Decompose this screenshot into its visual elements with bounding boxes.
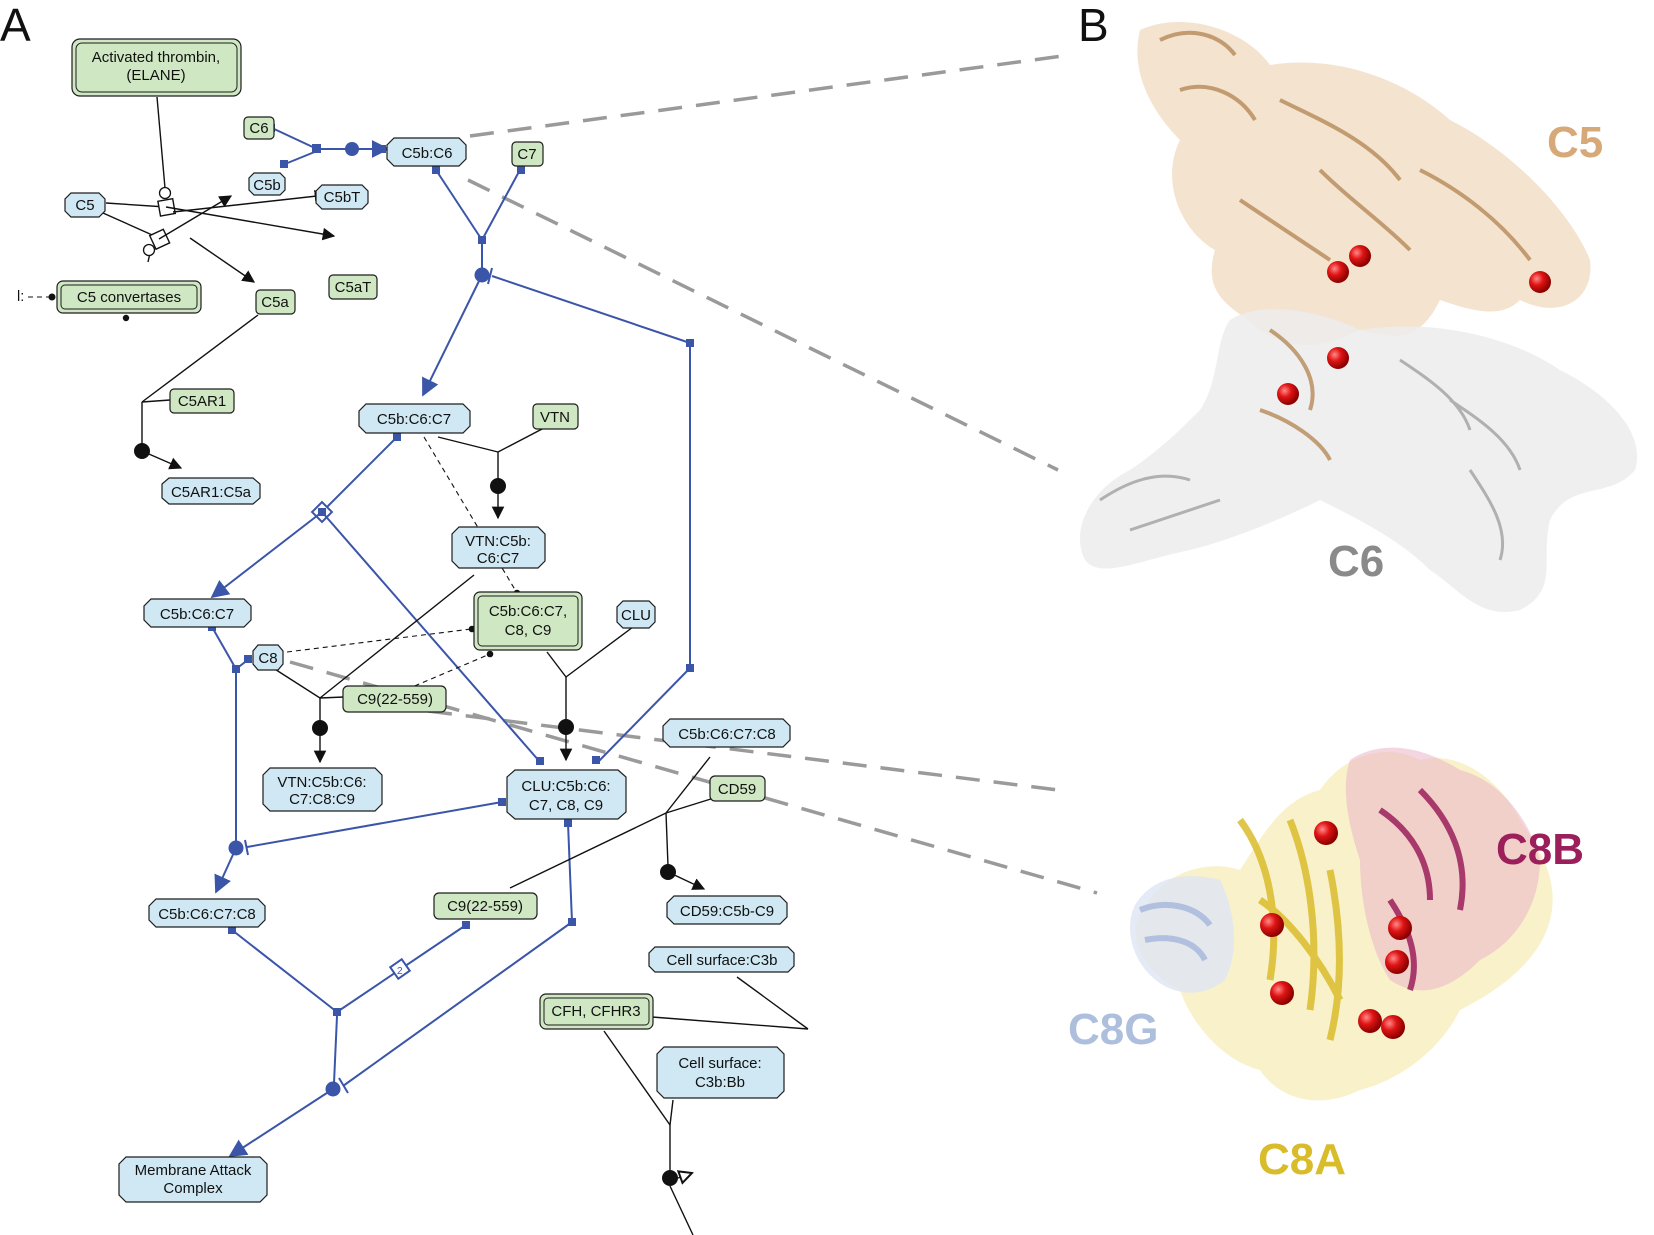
zoom-guide-lines — [289, 53, 1098, 895]
node-c7[interactable]: C7 — [511, 141, 544, 167]
node-label: (ELANE) — [126, 67, 185, 84]
node-label: C7 — [517, 146, 536, 163]
node-label: Cell surface:C3b — [667, 952, 778, 969]
node-label: C5 — [75, 197, 94, 214]
node-cd59[interactable]: CD59 — [709, 775, 766, 802]
node-c5ar1[interactable]: C5AR1 — [169, 388, 235, 414]
node-label: C6:C7 — [477, 550, 520, 567]
node-label: C8, C9 — [505, 622, 552, 639]
node-label: C8 — [258, 650, 277, 667]
node-label: C9(22-559) — [357, 691, 433, 708]
node-cell-surface-c3b[interactable]: Cell surface:C3b — [648, 946, 795, 973]
node-label: C5bT — [324, 189, 361, 206]
node-c5b-c6-c7-c8-right[interactable]: C5b:C6:C7:C8 — [662, 718, 791, 748]
node-c5bt[interactable]: C5bT — [315, 184, 369, 210]
node-label: C5a — [261, 294, 289, 311]
node-cd59-c5b-c9[interactable]: CD59:C5b-C9 — [666, 895, 788, 925]
node-c5ar1-c5a[interactable]: C5AR1:C5a — [161, 477, 261, 505]
node-label: Complex — [163, 1180, 223, 1197]
regulation-edges — [28, 96, 809, 1235]
node-c5b-c6[interactable]: C5b:C6 — [386, 137, 467, 167]
node-c5b-c6-c7-c8-left[interactable]: C5b:C6:C7:C8 — [148, 898, 266, 928]
c5-c6-structure — [1080, 22, 1638, 612]
node-c5[interactable]: C5 — [64, 192, 106, 218]
node-label: CLU — [621, 607, 651, 624]
panel-label-a: A — [0, 0, 31, 51]
offscreen-node-label: l: — [17, 289, 24, 305]
node-label: VTN:C5b:C6: — [277, 774, 366, 791]
node-label: C5AR1:C5a — [171, 484, 252, 501]
node-c5-convertases[interactable]: C5 convertases — [56, 280, 202, 314]
node-c6[interactable]: C6 — [243, 116, 275, 140]
panel-label-b: B — [1078, 0, 1109, 51]
node-label: C7:C8:C9 — [289, 791, 355, 808]
pathway-edges: 2 — [208, 124, 694, 1157]
node-label: Membrane Attack — [135, 1162, 252, 1179]
node-vtn-c5b-c6-c7-c8-c9[interactable]: VTN:C5b:C6: C7:C8:C9 — [262, 767, 383, 812]
node-label: C6 — [249, 120, 268, 137]
c8-structure — [1130, 747, 1553, 1101]
node-label: C5b:C6:C7, — [489, 603, 567, 620]
node-label: C5AR1 — [178, 393, 226, 410]
node-vtn[interactable]: VTN — [532, 403, 579, 430]
node-c5b[interactable]: C5b — [248, 172, 286, 196]
node-c9-lower[interactable]: C9(22-559) — [433, 892, 538, 920]
node-cell-surface-c3b-bb[interactable]: Cell surface: C3b:Bb — [656, 1046, 785, 1099]
node-label: CD59:C5b-C9 — [680, 903, 774, 920]
structure-label-c8a: C8A — [1258, 1135, 1346, 1184]
node-cfh-cfhr3[interactable]: CFH, CFHR3 — [539, 993, 654, 1030]
node-label: CD59 — [718, 781, 756, 798]
node-activated-thrombin[interactable]: Activated thrombin, (ELANE) — [71, 38, 242, 97]
node-c5at[interactable]: C5aT — [328, 274, 378, 300]
node-clu[interactable]: CLU — [616, 600, 656, 629]
node-vtn-c5b-c6-c7[interactable]: VTN:C5b: C6:C7 — [451, 526, 546, 569]
node-label: C5b — [253, 177, 281, 194]
node-label: CLU:C5b:C6: — [521, 778, 610, 795]
node-c5b-c6-c7-top[interactable]: C5b:C6:C7 — [358, 403, 471, 434]
stoichiometry-label: 2 — [397, 966, 403, 977]
node-label: C5aT — [335, 279, 372, 296]
node-label: C5b:C6:C7 — [160, 606, 234, 623]
node-c5a[interactable]: C5a — [255, 289, 296, 315]
node-label: VTN — [540, 409, 570, 426]
node-label: C9(22-559) — [447, 898, 523, 915]
node-label: C7, C8, C9 — [529, 797, 603, 814]
structure-label-c5: C5 — [1547, 118, 1603, 167]
node-label: CFH, CFHR3 — [551, 1003, 640, 1020]
node-label: C5 convertases — [77, 289, 181, 306]
structure-label-c6: C6 — [1328, 537, 1384, 586]
node-label: Activated thrombin, — [92, 49, 220, 66]
structure-label-c8b: C8B — [1496, 825, 1584, 874]
node-label: C5b:C6:C7:C8 — [158, 906, 256, 923]
node-label: Cell surface: — [678, 1055, 761, 1072]
node-label: C5b:C6 — [402, 145, 453, 162]
node-label: C3b:Bb — [695, 1074, 745, 1091]
node-c5b-c6-c7-left[interactable]: C5b:C6:C7 — [143, 598, 252, 628]
node-c8[interactable]: C8 — [252, 644, 284, 671]
node-label: C5b:C6:C7 — [377, 411, 451, 428]
node-c9-upper[interactable]: C9(22-559) — [342, 685, 447, 713]
node-label: C5b:C6:C7:C8 — [678, 726, 776, 743]
node-membrane-attack-complex[interactable]: Membrane Attack Complex — [118, 1156, 268, 1203]
node-clu-c5b-c6-c7-c8-c9[interactable]: CLU:C5b:C6: C7, C8, C9 — [506, 769, 627, 820]
structure-label-c8g: C8G — [1068, 1005, 1158, 1054]
node-label: VTN:C5b: — [465, 533, 531, 550]
node-c5b-c6-c7-c8-c9-set[interactable]: C5b:C6:C7, C8, C9 — [473, 591, 583, 651]
